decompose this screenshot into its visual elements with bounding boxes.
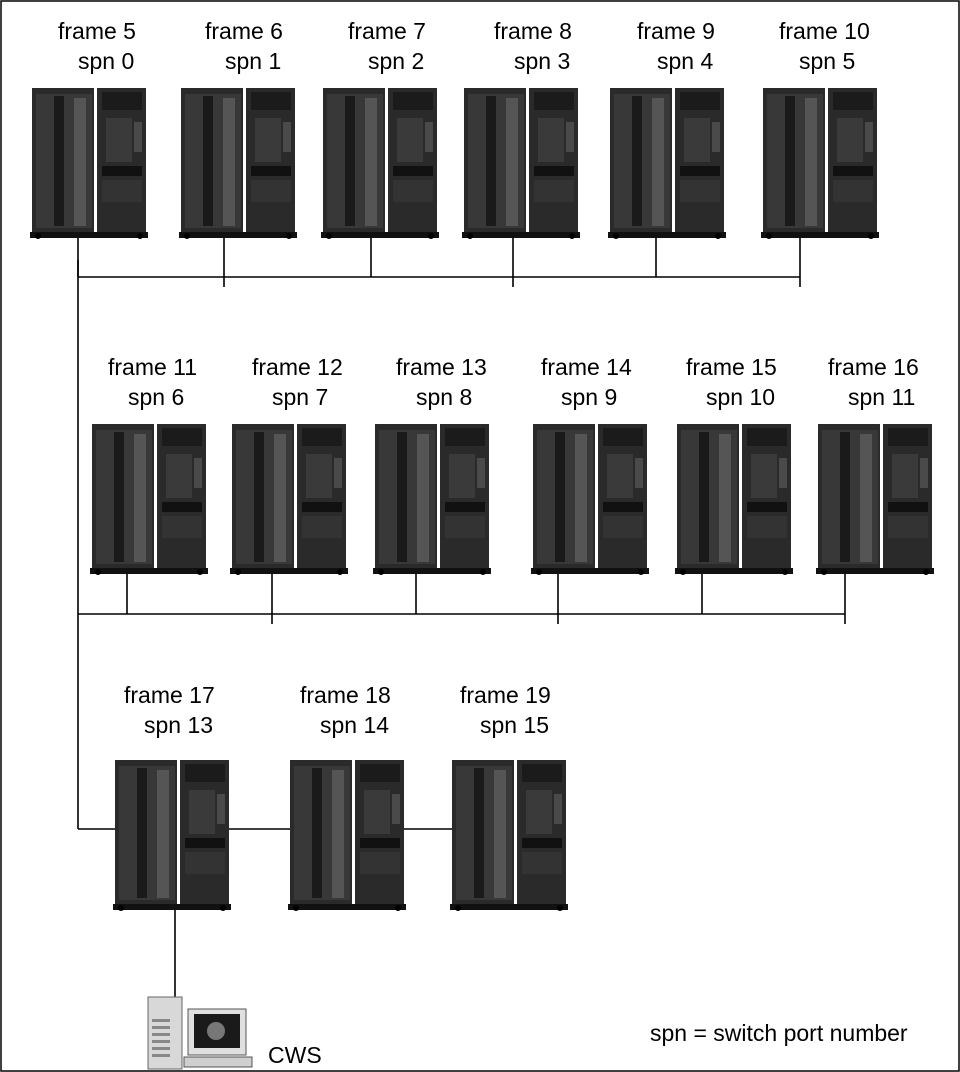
frame-icon [462,88,580,239]
frame-label: frame 10 spn 5 [779,16,870,76]
switch-port-number: spn 1 [225,48,282,74]
frame-icon [90,424,208,575]
frame-name: frame 18 [300,682,391,708]
frame-name: frame 7 [348,18,426,44]
frame-name: frame 14 [541,354,632,380]
switch-port-number: spn 6 [128,384,185,410]
frame-label: frame 17 spn 13 [124,680,215,740]
frame-name: frame 19 [460,682,551,708]
legend-text: spn = switch port number [650,1020,908,1046]
switch-port-number: spn 14 [320,712,390,738]
switch-port-number: spn 11 [848,384,916,410]
switch-port-number: spn 4 [657,48,714,74]
frame-icon [30,88,148,239]
frame-label: frame 13 spn 8 [396,352,487,412]
frame-icon [761,88,879,239]
switch-port-number: spn 3 [514,48,571,74]
frame-label: frame 9 spn 4 [637,16,715,76]
frame-icon [531,424,649,575]
frame-name: frame 12 [252,354,343,380]
frame-name: frame 5 [58,18,136,44]
frame-label: frame 5 spn 0 [58,16,136,76]
frame-name: frame 6 [205,18,283,44]
frame-name: frame 16 [828,354,919,380]
frame-label: frame 12 spn 7 [252,352,343,412]
frame-label: frame 6 spn 1 [205,16,283,76]
frame-icon [816,424,934,575]
frame-icon [608,88,726,239]
frame-name: frame 9 [637,18,715,44]
frame-label: frame 19 spn 15 [460,680,551,740]
frame-name: frame 17 [124,682,215,708]
frame-label: frame 16 spn 11 [828,352,919,412]
frame-icon [373,424,491,575]
frame-name: frame 10 [779,18,870,44]
frame-icon [675,424,793,575]
frame-label: frame 15 spn 10 [686,352,777,412]
switch-port-number: spn 9 [561,384,618,410]
frame-name: frame 15 [686,354,777,380]
frame-name: frame 13 [396,354,487,380]
switch-port-number: spn 13 [144,712,214,738]
frame-icons [30,88,934,911]
frame-name: frame 11 [108,354,198,380]
frame-icon [288,760,406,911]
frame-label: frame 8 spn 3 [494,16,572,76]
switch-port-number: spn 15 [480,712,550,738]
cws-label: CWS [268,1042,322,1068]
frame-label: frame 14 spn 9 [541,352,632,412]
frame-icon [230,424,348,575]
frame-label: frame 7 spn 2 [348,16,426,76]
frame-icon [113,760,231,911]
workstation-icon [147,996,253,1070]
switch-port-number: spn 5 [799,48,856,74]
switch-port-number: spn 7 [272,384,329,410]
frame-icon [321,88,439,239]
frame-icon [179,88,297,239]
frame-label: frame 18 spn 14 [300,680,391,740]
frame-icon [450,760,568,911]
frame-label: frame 11 spn 6 [108,352,197,412]
frame-name: frame 8 [494,18,572,44]
switch-port-number: spn 2 [368,48,425,74]
switch-port-number: spn 10 [706,384,776,410]
switch-port-number: spn 0 [78,48,135,74]
switch-port-number: spn 8 [416,384,473,410]
